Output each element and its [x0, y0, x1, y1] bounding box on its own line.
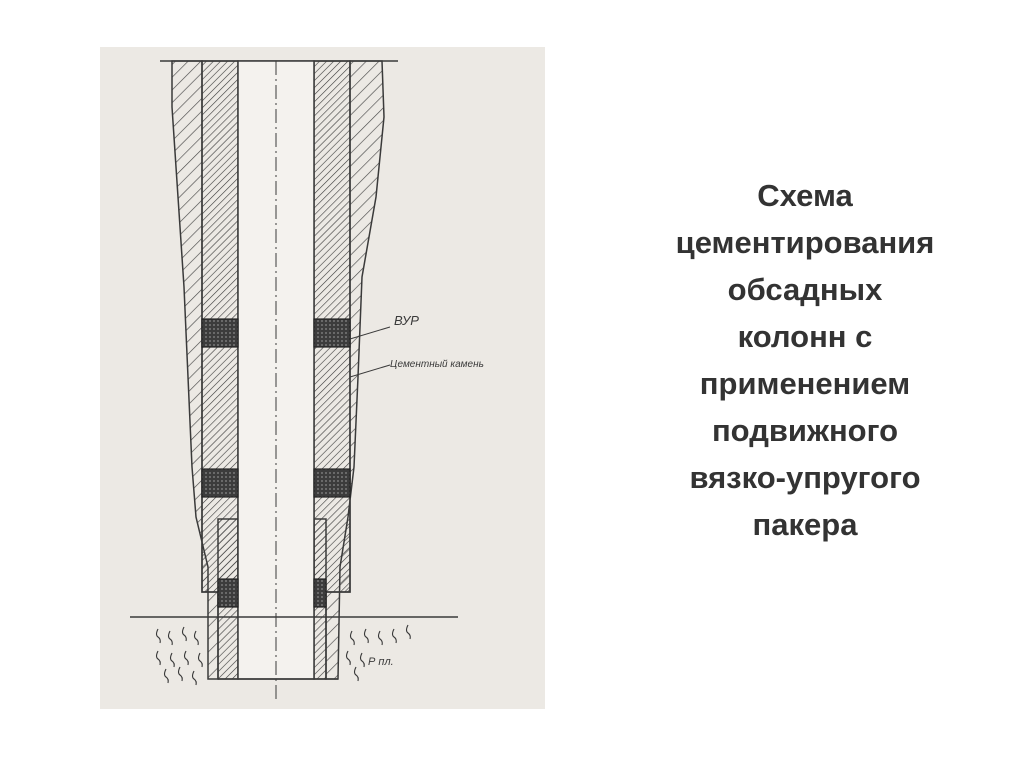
- title-line: применением: [699, 366, 911, 401]
- packer-upper-right: [313, 318, 351, 348]
- formation-fluid-marks-left: [155, 626, 203, 686]
- title-line: вязко-упругого: [689, 460, 921, 495]
- packer-upper-left: [201, 318, 239, 348]
- formation-pressure-label: Р пл.: [368, 656, 394, 668]
- title-line: обсадных: [727, 272, 883, 307]
- packer-middle-left: [201, 468, 239, 498]
- packer-lower-left: [217, 578, 239, 608]
- diagram-panel: ВУР Цементный камень Р пл.: [100, 47, 545, 709]
- title-line: колонн с: [737, 319, 873, 354]
- packer-lower-right: [313, 578, 327, 608]
- slide-title: Схема цементирования обсадных колонн с п…: [615, 172, 995, 548]
- casing-bore: [237, 60, 315, 680]
- title-line: цементирования: [675, 225, 935, 260]
- title-line: Схема: [757, 178, 853, 213]
- cement-stone-leader-line: [349, 364, 391, 378]
- packer-middle-right: [313, 468, 351, 498]
- title-line: подвижного: [711, 413, 899, 448]
- vur-leader-line: [349, 326, 391, 340]
- casing-cementing-diagram: ВУР Цементный камень Р пл.: [130, 60, 484, 702]
- formation-fluid-marks-right: [345, 624, 411, 682]
- cement-stone-label: Цементный камень: [390, 359, 484, 370]
- title-line: пакера: [752, 507, 858, 542]
- vur-label: ВУР: [394, 313, 419, 328]
